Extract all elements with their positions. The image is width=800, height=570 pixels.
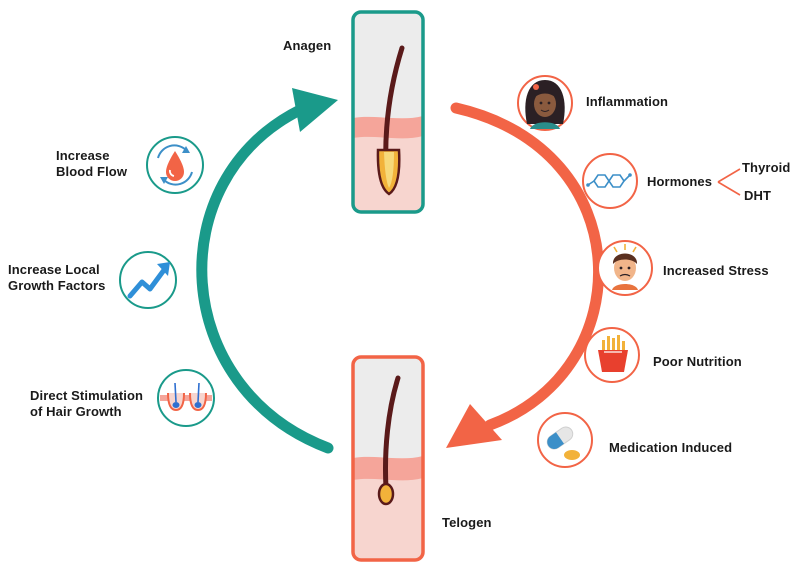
inflammation-label: Inflammation xyxy=(586,94,669,109)
anagen-label: Anagen xyxy=(283,38,332,53)
dht-label: DHT xyxy=(744,188,772,203)
medication-induced-label: Medication Induced xyxy=(609,440,733,455)
increase-blood-flow-label: Increase Blood Flow xyxy=(56,148,186,181)
french-fries-icon xyxy=(584,327,640,383)
poor-nutrition-label: Poor Nutrition xyxy=(653,354,742,369)
coral-arrowhead-icon xyxy=(446,404,502,448)
hormones-label: Hormones xyxy=(647,174,713,189)
molecule-icon xyxy=(582,153,638,209)
hormone-branch-lines xyxy=(717,168,741,196)
thyroid-label: Thyroid xyxy=(742,160,791,175)
stressed-man-face-icon xyxy=(597,240,653,296)
teal-cycle-arrow xyxy=(196,104,334,454)
blood-drop-cycle-icon xyxy=(146,136,204,194)
increased-stress-label: Increased Stress xyxy=(663,263,769,278)
coral-cycle-arrow xyxy=(450,102,604,431)
stimulation-line1: Direct Stimulation xyxy=(30,388,144,403)
stimulation-line2: of Hair Growth xyxy=(30,404,122,420)
inflamed-woman-face-icon xyxy=(517,75,573,131)
blood-flow-line1: Increase xyxy=(56,148,110,163)
telogen-hair-club xyxy=(377,482,395,506)
blood-flow-line2: Blood Flow xyxy=(56,164,128,180)
telogen-label: Telogen xyxy=(442,515,492,530)
anagen-hair-card xyxy=(351,10,425,214)
growth-factors-line2: Growth Factors xyxy=(8,278,106,294)
direct-stimulation-label: Direct Stimulation of Hair Growth xyxy=(30,388,160,421)
hair-follicle-icon xyxy=(157,369,215,427)
telogen-hair-shaft xyxy=(383,375,401,491)
telogen-hair-card xyxy=(351,355,425,562)
increase-growth-factors-label: Increase Local Growth Factors xyxy=(8,262,138,295)
growth-factors-line1: Increase Local xyxy=(8,262,100,277)
pills-icon xyxy=(537,412,593,468)
teal-arrowhead-icon xyxy=(292,88,338,132)
trending-up-arrow-icon xyxy=(119,251,177,309)
